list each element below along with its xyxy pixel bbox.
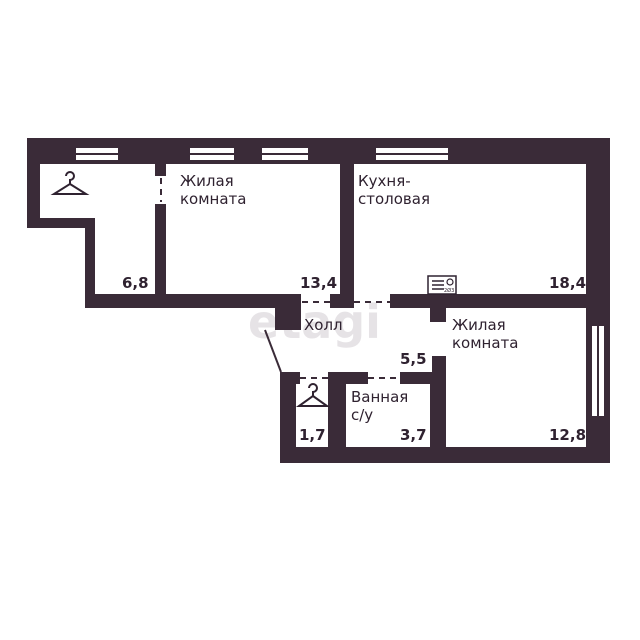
hall-area: 5,5 bbox=[400, 350, 427, 368]
wardrobe-small-area: 1,7 bbox=[299, 426, 326, 444]
living-room-1-name-line2: комната bbox=[180, 190, 246, 208]
bathroom-name-line2: с/у bbox=[351, 406, 373, 424]
living-room-2-area: 12,8 bbox=[549, 426, 586, 444]
entrance-door bbox=[264, 329, 282, 373]
kitchen-area: 18,4 bbox=[549, 274, 586, 292]
hanger-icon bbox=[50, 171, 90, 195]
living-room-1-name-line1: Жилая bbox=[180, 172, 234, 190]
bathroom-name-line1: Ванная bbox=[351, 388, 408, 406]
living-room-2-name-line2: комната bbox=[452, 334, 518, 352]
doorways bbox=[160, 178, 400, 379]
stove-icon: 2Ø3 bbox=[427, 275, 457, 295]
kitchen-name-line2: столовая bbox=[358, 190, 430, 208]
hanger-icon bbox=[295, 383, 331, 407]
kitchen-name-line1: Кухня- bbox=[358, 172, 411, 190]
living-room-2-name-line1: Жилая bbox=[452, 316, 506, 334]
windows bbox=[76, 148, 604, 416]
walls bbox=[27, 138, 610, 463]
bathroom-area: 3,7 bbox=[400, 426, 427, 444]
living-room-1-area: 13,4 bbox=[300, 274, 337, 292]
hall-name: Холл bbox=[304, 316, 343, 334]
stove-marking: 2Ø3 bbox=[444, 287, 454, 294]
wardrobe-large-area: 6,8 bbox=[122, 274, 149, 292]
